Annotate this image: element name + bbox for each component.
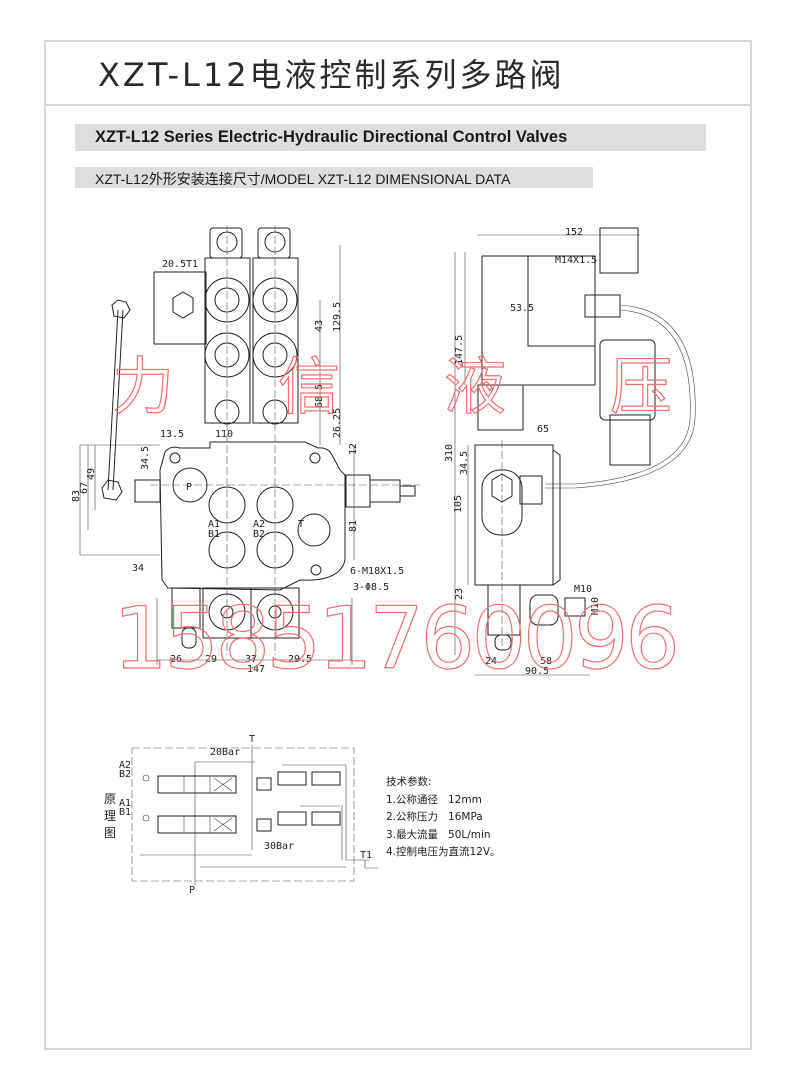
dim-label: 37	[245, 654, 257, 665]
spec-item: 3.最大流量 50L/min	[386, 828, 491, 841]
dim-label: 34.5	[140, 446, 151, 470]
dim-label: 65	[537, 424, 549, 435]
dim-label: 147	[247, 664, 265, 675]
dim-label: 147.5	[454, 335, 465, 365]
dim-label: 67	[79, 482, 90, 494]
title-band: XZT-L12电液控制系列多路阀	[46, 42, 750, 106]
dim-label: 26.25	[332, 408, 343, 438]
dim-label: 90.5	[525, 666, 549, 677]
front-view-drawing: P A1 B1 A2 B2 T T1 20.5 43 129.5 68.5 26…	[71, 225, 420, 675]
dim-label: 152	[565, 227, 583, 238]
watermark-brand: 力 信 液 压	[112, 350, 672, 423]
dim-label: 34.5	[459, 451, 470, 475]
dim-label: 29	[205, 654, 217, 665]
dim-label: 81	[348, 520, 359, 532]
dim-label: M14X1.5	[555, 255, 597, 266]
dim-label: 110	[215, 429, 233, 440]
dim-label: 23	[454, 588, 465, 600]
dim-label: 68.5	[314, 384, 325, 408]
schematic-label-b2: B2	[119, 769, 131, 780]
dim-label: 58	[540, 656, 552, 667]
dim-label: 20.5	[162, 259, 186, 270]
spec-item: 2.公称压力 16MPa	[386, 811, 483, 823]
technical-specs: 技术参数: 1.公称通径 12mm 2.公称压力 16MPa 3.最大流量 50…	[386, 774, 501, 862]
page-frame	[44, 40, 752, 1050]
dim-label: 83	[71, 490, 82, 502]
port-p-label: P	[186, 482, 192, 493]
port-t-label: T	[298, 519, 304, 530]
section-banner: XZT-L12外形安装连接尺寸/MODEL XZT-L12 DIMENSIONA…	[75, 167, 593, 188]
specs-heading: 技术参数:	[386, 776, 432, 788]
dim-label: 43	[314, 320, 325, 332]
schematic-label-a1: A1	[119, 798, 131, 809]
subtitle-banner: XZT-L12 Series Electric-Hydraulic Direct…	[75, 124, 706, 151]
port-b2-label: B2	[253, 529, 265, 540]
side-view-drawing: 152 M14X1.5 53.5 147.5 65 310 34.5 105 2…	[444, 227, 696, 677]
watermark-phone: 15851760096	[113, 589, 680, 689]
schematic-label-30bar: 30Bar	[264, 841, 294, 852]
dim-label: 13.5	[160, 429, 184, 440]
dim-label: 3-Φ8.5	[353, 582, 389, 593]
port-a1-label: A1	[208, 519, 220, 530]
schematic-label-p: P	[189, 885, 195, 896]
schematic-title: 原理图	[104, 792, 117, 840]
schematic-label-a2: A2	[119, 760, 131, 771]
dim-label: M10	[574, 584, 592, 595]
subtitle-en: XZT-L12 Series Electric-Hydraulic Direct…	[95, 128, 568, 146]
dim-label: 105	[453, 495, 464, 513]
port-t1-label: T1	[186, 259, 198, 270]
dim-label: 24	[485, 656, 497, 667]
hydraulic-schematic: T 20Bar A2 B2 A1 B1 30Bar T1 P	[119, 734, 378, 896]
page-title: XZT-L12电液控制系列多路阀	[98, 56, 565, 94]
dim-label: 129.5	[332, 302, 343, 332]
spec-item: 1.公称通径 12mm	[386, 793, 482, 806]
schematic-label-t1: T1	[360, 850, 372, 861]
schematic-label-t: T	[249, 734, 255, 745]
dim-label: M10	[590, 597, 601, 615]
dim-label: 6-M18X1.5	[350, 566, 404, 577]
dim-label: 26	[170, 654, 182, 665]
spec-item: 4.控制电压为直流12V。	[386, 846, 501, 858]
port-a2-label: A2	[253, 519, 265, 530]
dim-label: 49	[86, 468, 97, 480]
schematic-label-b1: B1	[119, 807, 131, 818]
dim-label: 34	[132, 563, 144, 574]
dim-label: 53.5	[510, 303, 534, 314]
port-b1-label: B1	[208, 529, 220, 540]
dim-label: 12	[348, 443, 359, 455]
dim-label: 310	[444, 444, 455, 462]
watermark: 力 信 液 压 15851760096	[111, 349, 680, 689]
dim-label: 29.5	[288, 654, 312, 665]
section-title: XZT-L12外形安装连接尺寸/MODEL XZT-L12 DIMENSIONA…	[95, 171, 511, 187]
schematic-label-20bar: 20Bar	[210, 747, 240, 758]
